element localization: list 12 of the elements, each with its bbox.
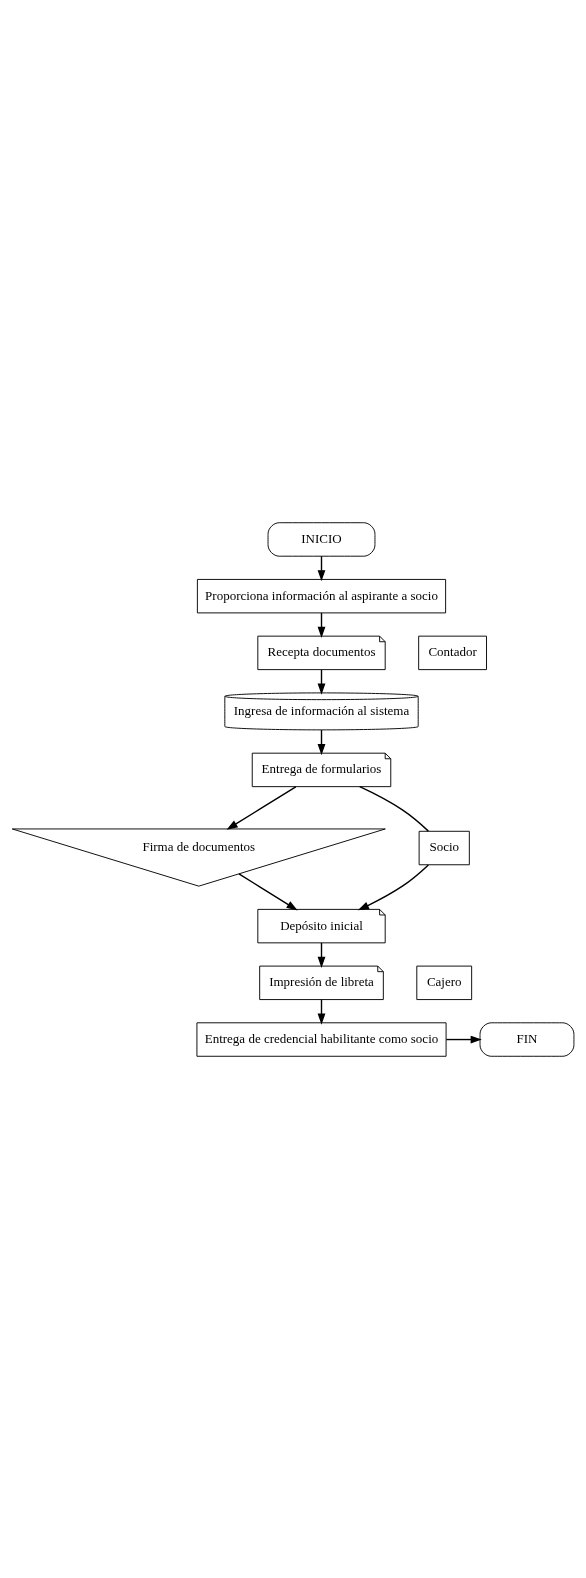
connector — [359, 785, 430, 832]
node-box: INICIO — [267, 521, 376, 557]
arrow — [445, 1035, 482, 1043]
node-box: Entrega de credencial habilitante como socio — [196, 1021, 447, 1057]
node-box: Proporciona información al aspirante a socio — [196, 578, 447, 613]
node-box: Contador — [418, 635, 487, 670]
arrow — [357, 863, 430, 910]
node-box: Cajero — [416, 965, 473, 1000]
node-box: FIN — [479, 1021, 575, 1057]
arrow — [238, 872, 298, 910]
node-box: Socio — [418, 830, 470, 865]
arrow — [226, 785, 297, 830]
